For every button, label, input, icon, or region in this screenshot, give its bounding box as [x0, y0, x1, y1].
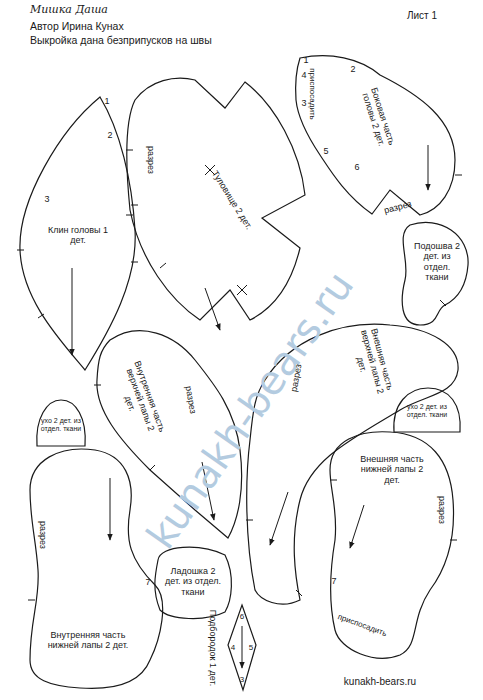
pattern-piece: Внутренняя часть нижней лапы 2 дет.	[28, 447, 165, 691]
piece-label: Туловище 2 дет.	[209, 168, 255, 233]
piece-label: Внешняя часть верхней лапы 2 дет.	[348, 324, 396, 400]
sheet-title: Мишка Даша	[30, 4, 108, 16]
piece-outline	[391, 386, 462, 434]
piece-outline-path	[247, 324, 458, 604]
piece-label: Клин головы 1 дет.	[43, 225, 113, 246]
piece-outline	[28, 447, 165, 691]
pattern-piece: Ладошка 2 дет. из отдел. ткани	[152, 545, 233, 621]
piece-outline-path	[37, 400, 85, 446]
callout-number: 1	[104, 97, 109, 107]
pattern-note: разрез	[383, 200, 413, 217]
pattern-note: разрез	[145, 146, 155, 174]
callout-number: 4	[231, 644, 235, 653]
pattern-note: разрез	[183, 385, 198, 414]
pattern-note: Лист 1	[407, 10, 437, 21]
pattern-piece: Туловище 2 дет.	[124, 76, 307, 322]
pattern-note: Выкройка дана безприпусков на швы	[30, 35, 212, 47]
piece-label: Внутренняя часть верхней лапы 2 дет.	[112, 357, 169, 443]
piece-outline-path	[127, 78, 305, 320]
pattern-note: разрез	[290, 363, 305, 392]
callout-number: 1	[303, 56, 308, 66]
pattern-piece: ухо 2 дет. из отдел. ткани	[391, 386, 462, 434]
piece-outline-path	[228, 605, 256, 690]
pattern-piece: Клин головы 1 дет.	[17, 95, 137, 372]
callout-number: 3	[301, 99, 306, 109]
callout-number: 6	[240, 613, 244, 622]
piece-label: ухо 2 дет. из отдел. ткани	[40, 417, 82, 433]
pattern-note: Автор Ирина Кунах	[30, 21, 124, 33]
piece-label: Подошва 2 дет. из отдел. ткани	[411, 241, 463, 282]
piece-label: Внешняя часть нижней лапы 2 дет.	[352, 454, 432, 485]
piece-label: Боковая часть головы 2 дет.	[357, 81, 399, 156]
callout-number: 7	[145, 578, 150, 588]
piece-outline-path	[296, 56, 455, 215]
piece-label: Внутренняя часть нижней лапы 2 дет.	[47, 630, 129, 651]
piece-outline-path	[30, 449, 163, 688]
callout-number: 7	[331, 577, 336, 587]
callout-number: 6	[354, 163, 359, 173]
piece-outline-path	[155, 547, 232, 618]
callout-number: 3	[44, 195, 49, 205]
piece-outline-path	[402, 222, 468, 325]
piece-label: ухо 2 дет. из отдел. ткани	[401, 403, 453, 419]
pattern-note: разрез	[37, 521, 47, 549]
callout-number: 5	[323, 147, 328, 157]
pattern-piece: Подошва 2 дет. из отдел. ткани	[400, 220, 470, 327]
piece-outline-path	[20, 97, 135, 370]
watermark: kunakh-bears.ru	[138, 264, 361, 557]
pattern-note: приспосадить	[336, 613, 387, 639]
callout-number: 4	[301, 71, 306, 81]
pattern-piece: Боковая часть головы 2 дет.	[293, 53, 457, 217]
piece-outline	[124, 76, 307, 322]
callout-number: 3	[240, 676, 244, 685]
pattern-note: разрез	[436, 496, 446, 524]
callout-number: 5	[249, 644, 253, 653]
callout-number: 2	[350, 65, 355, 75]
piece-label: Ладошка 2 дет. из отдел. ткани	[164, 566, 222, 597]
pattern-piece: ухо 2 дет. из отдел. ткани	[34, 398, 87, 448]
pattern-note: приспосадить	[308, 68, 317, 119]
piece-label: Подбородок 1 дет.	[208, 603, 218, 693]
piece-outline-path	[330, 432, 453, 658]
piece-outline-path	[97, 331, 242, 538]
pattern-note: kunakh-bears.ru	[344, 676, 416, 687]
piece-outline-path	[394, 388, 460, 432]
callout-number: 2	[107, 131, 112, 141]
